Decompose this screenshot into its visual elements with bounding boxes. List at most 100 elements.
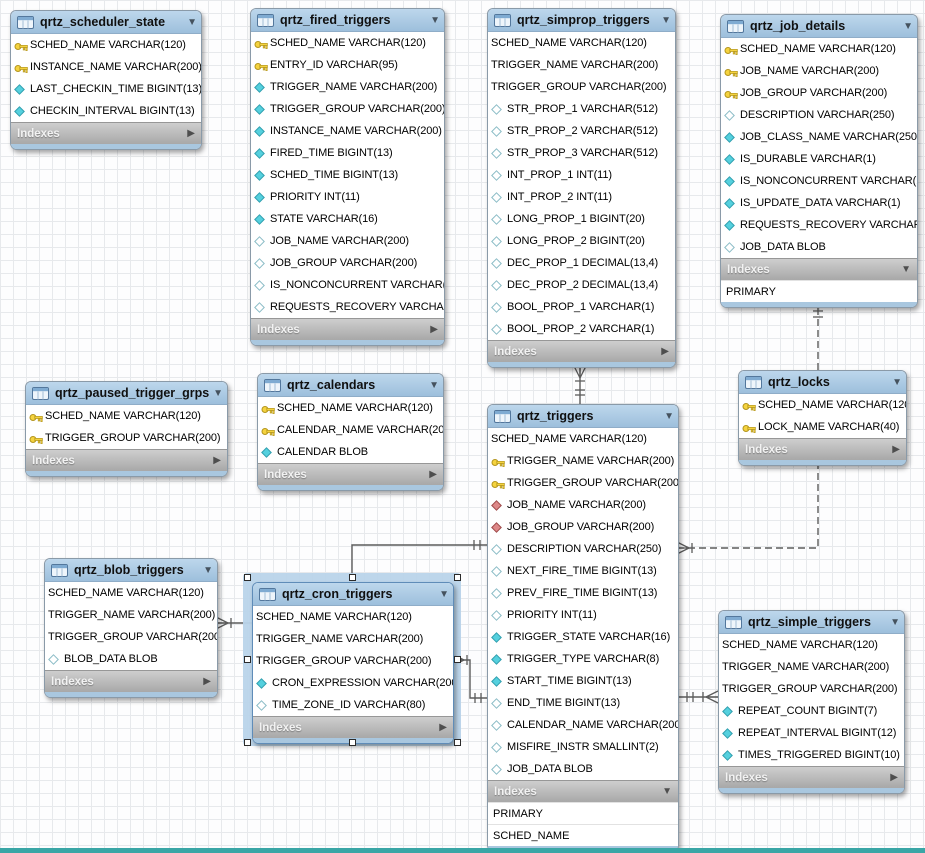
column-row[interactable]: TRIGGER_GROUP VARCHAR(200) (488, 76, 675, 98)
column-row[interactable]: LONG_PROP_1 BIGINT(20) (488, 208, 675, 230)
column-row[interactable]: TRIGGER_STATE VARCHAR(16) (488, 626, 678, 648)
table-qrtz_simple_triggers[interactable]: qrtz_simple_triggers▼SCHED_NAME VARCHAR(… (718, 610, 905, 794)
column-row[interactable]: END_TIME BIGINT(13) (488, 692, 678, 714)
table-header[interactable]: qrtz_simple_triggers▼ (719, 611, 904, 634)
column-row[interactable]: SCHED_NAME VARCHAR(120) (26, 405, 227, 427)
column-row[interactable]: SCHED_NAME VARCHAR(120) (721, 38, 917, 60)
column-row[interactable]: LAST_CHECKIN_TIME BIGINT(13) (11, 78, 201, 100)
table-header[interactable]: qrtz_job_details▼ (721, 15, 917, 38)
index-row[interactable]: SCHED_NAME (488, 824, 678, 846)
column-row[interactable]: LONG_PROP_2 BIGINT(20) (488, 230, 675, 252)
indexes-collapsed-arrow-icon[interactable]: ▶ (203, 676, 211, 687)
table-qrtz_triggers[interactable]: qrtz_triggers▼SCHED_NAME VARCHAR(120)TRI… (487, 404, 679, 852)
indexes-expanded-arrow-icon[interactable]: ▼ (901, 264, 911, 275)
column-row[interactable]: JOB_GROUP VARCHAR(200) (488, 516, 678, 538)
indexes-bar[interactable]: Indexes▶ (251, 318, 444, 340)
column-row[interactable]: CALENDAR_NAME VARCHAR(200) (258, 419, 443, 441)
column-row[interactable]: SCHED_NAME VARCHAR(120) (739, 394, 906, 416)
column-row[interactable]: TRIGGER_NAME VARCHAR(200) (488, 54, 675, 76)
indexes-collapsed-arrow-icon[interactable]: ▶ (430, 324, 438, 335)
column-row[interactable]: SCHED_NAME VARCHAR(120) (488, 32, 675, 54)
column-row[interactable]: REQUESTS_RECOVERY VARCHAR(1) (251, 296, 444, 318)
column-row[interactable]: JOB_NAME VARCHAR(200) (251, 230, 444, 252)
table-qrtz_scheduler_state[interactable]: qrtz_scheduler_state▼SCHED_NAME VARCHAR(… (10, 10, 202, 150)
column-row[interactable]: IS_UPDATE_DATA VARCHAR(1) (721, 192, 917, 214)
column-row[interactable]: TRIGGER_NAME VARCHAR(200) (488, 450, 678, 472)
index-row[interactable]: PRIMARY (488, 802, 678, 824)
column-row[interactable]: CALENDAR BLOB (258, 441, 443, 463)
selection-resize-handle[interactable] (244, 574, 251, 581)
collapse-table-arrow-icon[interactable]: ▼ (439, 588, 449, 600)
table-header[interactable]: qrtz_fired_triggers▼ (251, 9, 444, 32)
collapse-table-arrow-icon[interactable]: ▼ (203, 564, 213, 576)
selection-resize-handle[interactable] (454, 739, 461, 746)
collapse-table-arrow-icon[interactable]: ▼ (892, 376, 902, 388)
column-row[interactable]: SCHED_NAME VARCHAR(120) (251, 32, 444, 54)
indexes-collapsed-arrow-icon[interactable]: ▶ (661, 346, 669, 357)
relationship-simprop_to_triggers[interactable] (573, 365, 587, 404)
column-row[interactable]: CALENDAR_NAME VARCHAR(200) (488, 714, 678, 736)
indexes-collapsed-arrow-icon[interactable]: ▶ (892, 444, 900, 455)
indexes-bar[interactable]: Indexes▶ (719, 766, 904, 788)
collapse-table-arrow-icon[interactable]: ▼ (664, 410, 674, 422)
column-row[interactable]: TIMES_TRIGGERED BIGINT(10) (719, 744, 904, 766)
column-row[interactable]: STATE VARCHAR(16) (251, 208, 444, 230)
relationship-simple_to_triggers[interactable] (677, 690, 719, 704)
column-row[interactable]: TRIGGER_GROUP VARCHAR(200) (719, 678, 904, 700)
collapse-table-arrow-icon[interactable]: ▼ (661, 14, 671, 26)
selection-resize-handle[interactable] (454, 574, 461, 581)
column-row[interactable]: INT_PROP_2 INT(11) (488, 186, 675, 208)
column-row[interactable]: JOB_NAME VARCHAR(200) (721, 60, 917, 82)
selection-resize-handle[interactable] (454, 656, 461, 663)
column-row[interactable]: SCHED_NAME VARCHAR(120) (253, 606, 453, 628)
column-row[interactable]: TRIGGER_NAME VARCHAR(200) (253, 628, 453, 650)
table-header[interactable]: qrtz_triggers▼ (488, 405, 678, 428)
table-header[interactable]: qrtz_cron_triggers▼ (253, 583, 453, 606)
table-header[interactable]: qrtz_scheduler_state▼ (11, 11, 201, 34)
column-row[interactable]: TRIGGER_TYPE VARCHAR(8) (488, 648, 678, 670)
table-qrtz_cron_triggers[interactable]: qrtz_cron_triggers▼SCHED_NAME VARCHAR(12… (252, 582, 454, 744)
column-row[interactable]: DEC_PROP_2 DECIMAL(13,4) (488, 274, 675, 296)
column-row[interactable]: FIRED_TIME BIGINT(13) (251, 142, 444, 164)
indexes-collapsed-arrow-icon[interactable]: ▶ (429, 469, 437, 480)
column-row[interactable]: BOOL_PROP_2 VARCHAR(1) (488, 318, 675, 340)
column-row[interactable]: BLOB_DATA BLOB (45, 648, 217, 670)
selection-resize-handle[interactable] (244, 656, 251, 663)
indexes-bar[interactable]: Indexes▶ (26, 449, 227, 471)
table-header[interactable]: qrtz_simprop_triggers▼ (488, 9, 675, 32)
indexes-bar[interactable]: Indexes▶ (488, 340, 675, 362)
column-row[interactable]: REQUESTS_RECOVERY VARCHAR(1) (721, 214, 917, 236)
column-row[interactable]: INSTANCE_NAME VARCHAR(200) (251, 120, 444, 142)
indexes-bar[interactable]: Indexes▶ (45, 670, 217, 692)
column-row[interactable]: SCHED_NAME VARCHAR(120) (258, 397, 443, 419)
column-row[interactable]: CHECKIN_INTERVAL BIGINT(13) (11, 100, 201, 122)
column-row[interactable]: JOB_GROUP VARCHAR(200) (721, 82, 917, 104)
indexes-collapsed-arrow-icon[interactable]: ▶ (187, 128, 195, 139)
selection-resize-handle[interactable] (349, 739, 356, 746)
column-row[interactable]: JOB_DATA BLOB (721, 236, 917, 258)
column-row[interactable]: JOB_NAME VARCHAR(200) (488, 494, 678, 516)
column-row[interactable]: START_TIME BIGINT(13) (488, 670, 678, 692)
column-row[interactable]: JOB_GROUP VARCHAR(200) (251, 252, 444, 274)
column-row[interactable]: JOB_DATA BLOB (488, 758, 678, 780)
column-row[interactable]: TRIGGER_NAME VARCHAR(200) (45, 604, 217, 626)
indexes-collapsed-arrow-icon[interactable]: ▶ (890, 772, 898, 783)
column-row[interactable]: TRIGGER_GROUP VARCHAR(200) (26, 427, 227, 449)
table-header[interactable]: qrtz_calendars▼ (258, 374, 443, 397)
column-row[interactable]: REPEAT_INTERVAL BIGINT(12) (719, 722, 904, 744)
column-row[interactable]: DEC_PROP_1 DECIMAL(13,4) (488, 252, 675, 274)
indexes-collapsed-arrow-icon[interactable]: ▶ (439, 722, 447, 733)
collapse-table-arrow-icon[interactable]: ▼ (429, 379, 439, 391)
column-row[interactable]: JOB_CLASS_NAME VARCHAR(250) (721, 126, 917, 148)
table-header[interactable]: qrtz_blob_triggers▼ (45, 559, 217, 582)
column-row[interactable]: TRIGGER_GROUP VARCHAR(200) (45, 626, 217, 648)
column-row[interactable]: TRIGGER_GROUP VARCHAR(200) (253, 650, 453, 672)
table-header[interactable]: qrtz_paused_trigger_grps▼ (26, 382, 227, 405)
column-row[interactable]: TRIGGER_GROUP VARCHAR(200) (488, 472, 678, 494)
column-row[interactable]: SCHED_NAME VARCHAR(120) (488, 428, 678, 450)
column-row[interactable]: STR_PROP_2 VARCHAR(512) (488, 120, 675, 142)
selection-resize-handle[interactable] (349, 574, 356, 581)
column-row[interactable]: DESCRIPTION VARCHAR(250) (488, 538, 678, 560)
column-row[interactable]: IS_DURABLE VARCHAR(1) (721, 148, 917, 170)
